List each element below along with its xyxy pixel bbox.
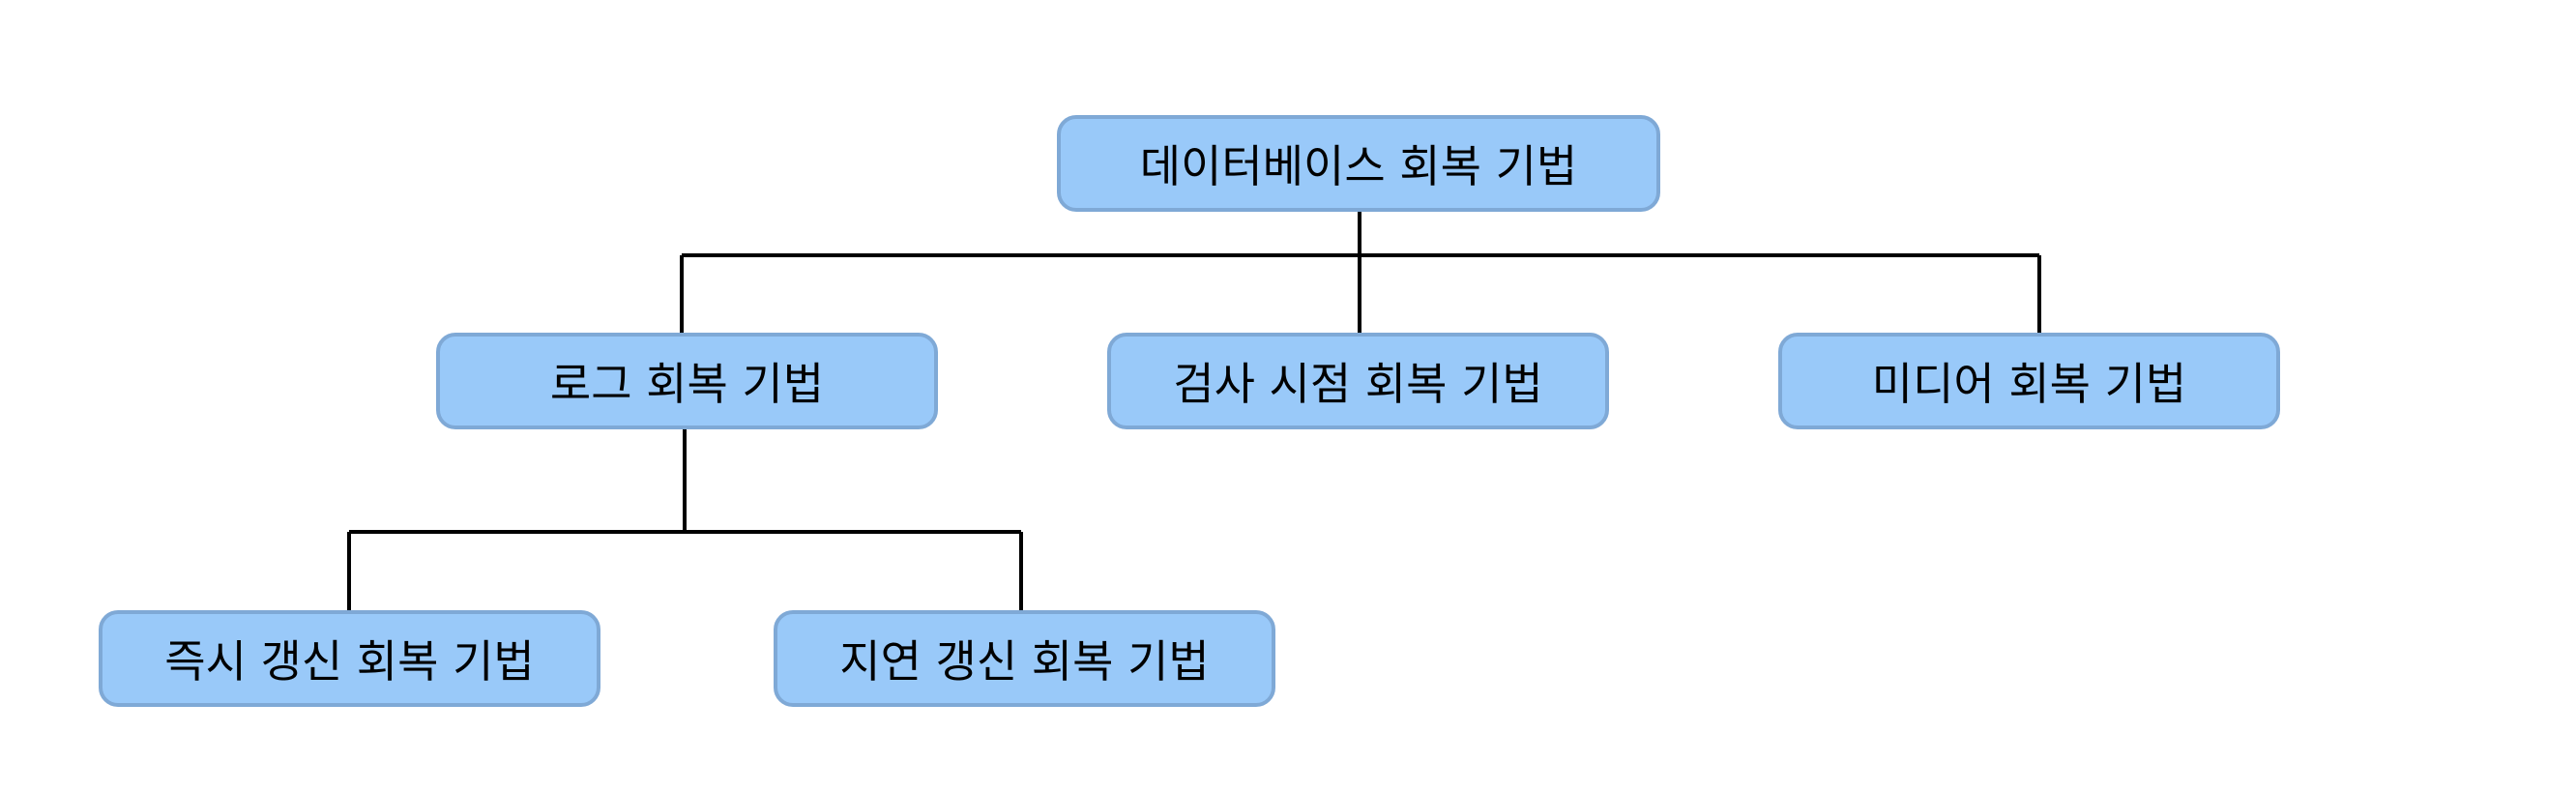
node-deferred-update-recovery: 지연 갱신 회복 기법 [774,610,1275,707]
node-log-recovery: 로그 회복 기법 [436,333,938,429]
node-database-recovery: 데이터베이스 회복 기법 [1057,115,1660,212]
node-checkpoint-recovery: 검사 시점 회복 기법 [1107,333,1609,429]
node-immediate-update-recovery: 즉시 갱신 회복 기법 [99,610,600,707]
connectors-root [680,212,2041,333]
connectors-log [347,429,1023,610]
node-media-recovery: 미디어 회복 기법 [1778,333,2280,429]
